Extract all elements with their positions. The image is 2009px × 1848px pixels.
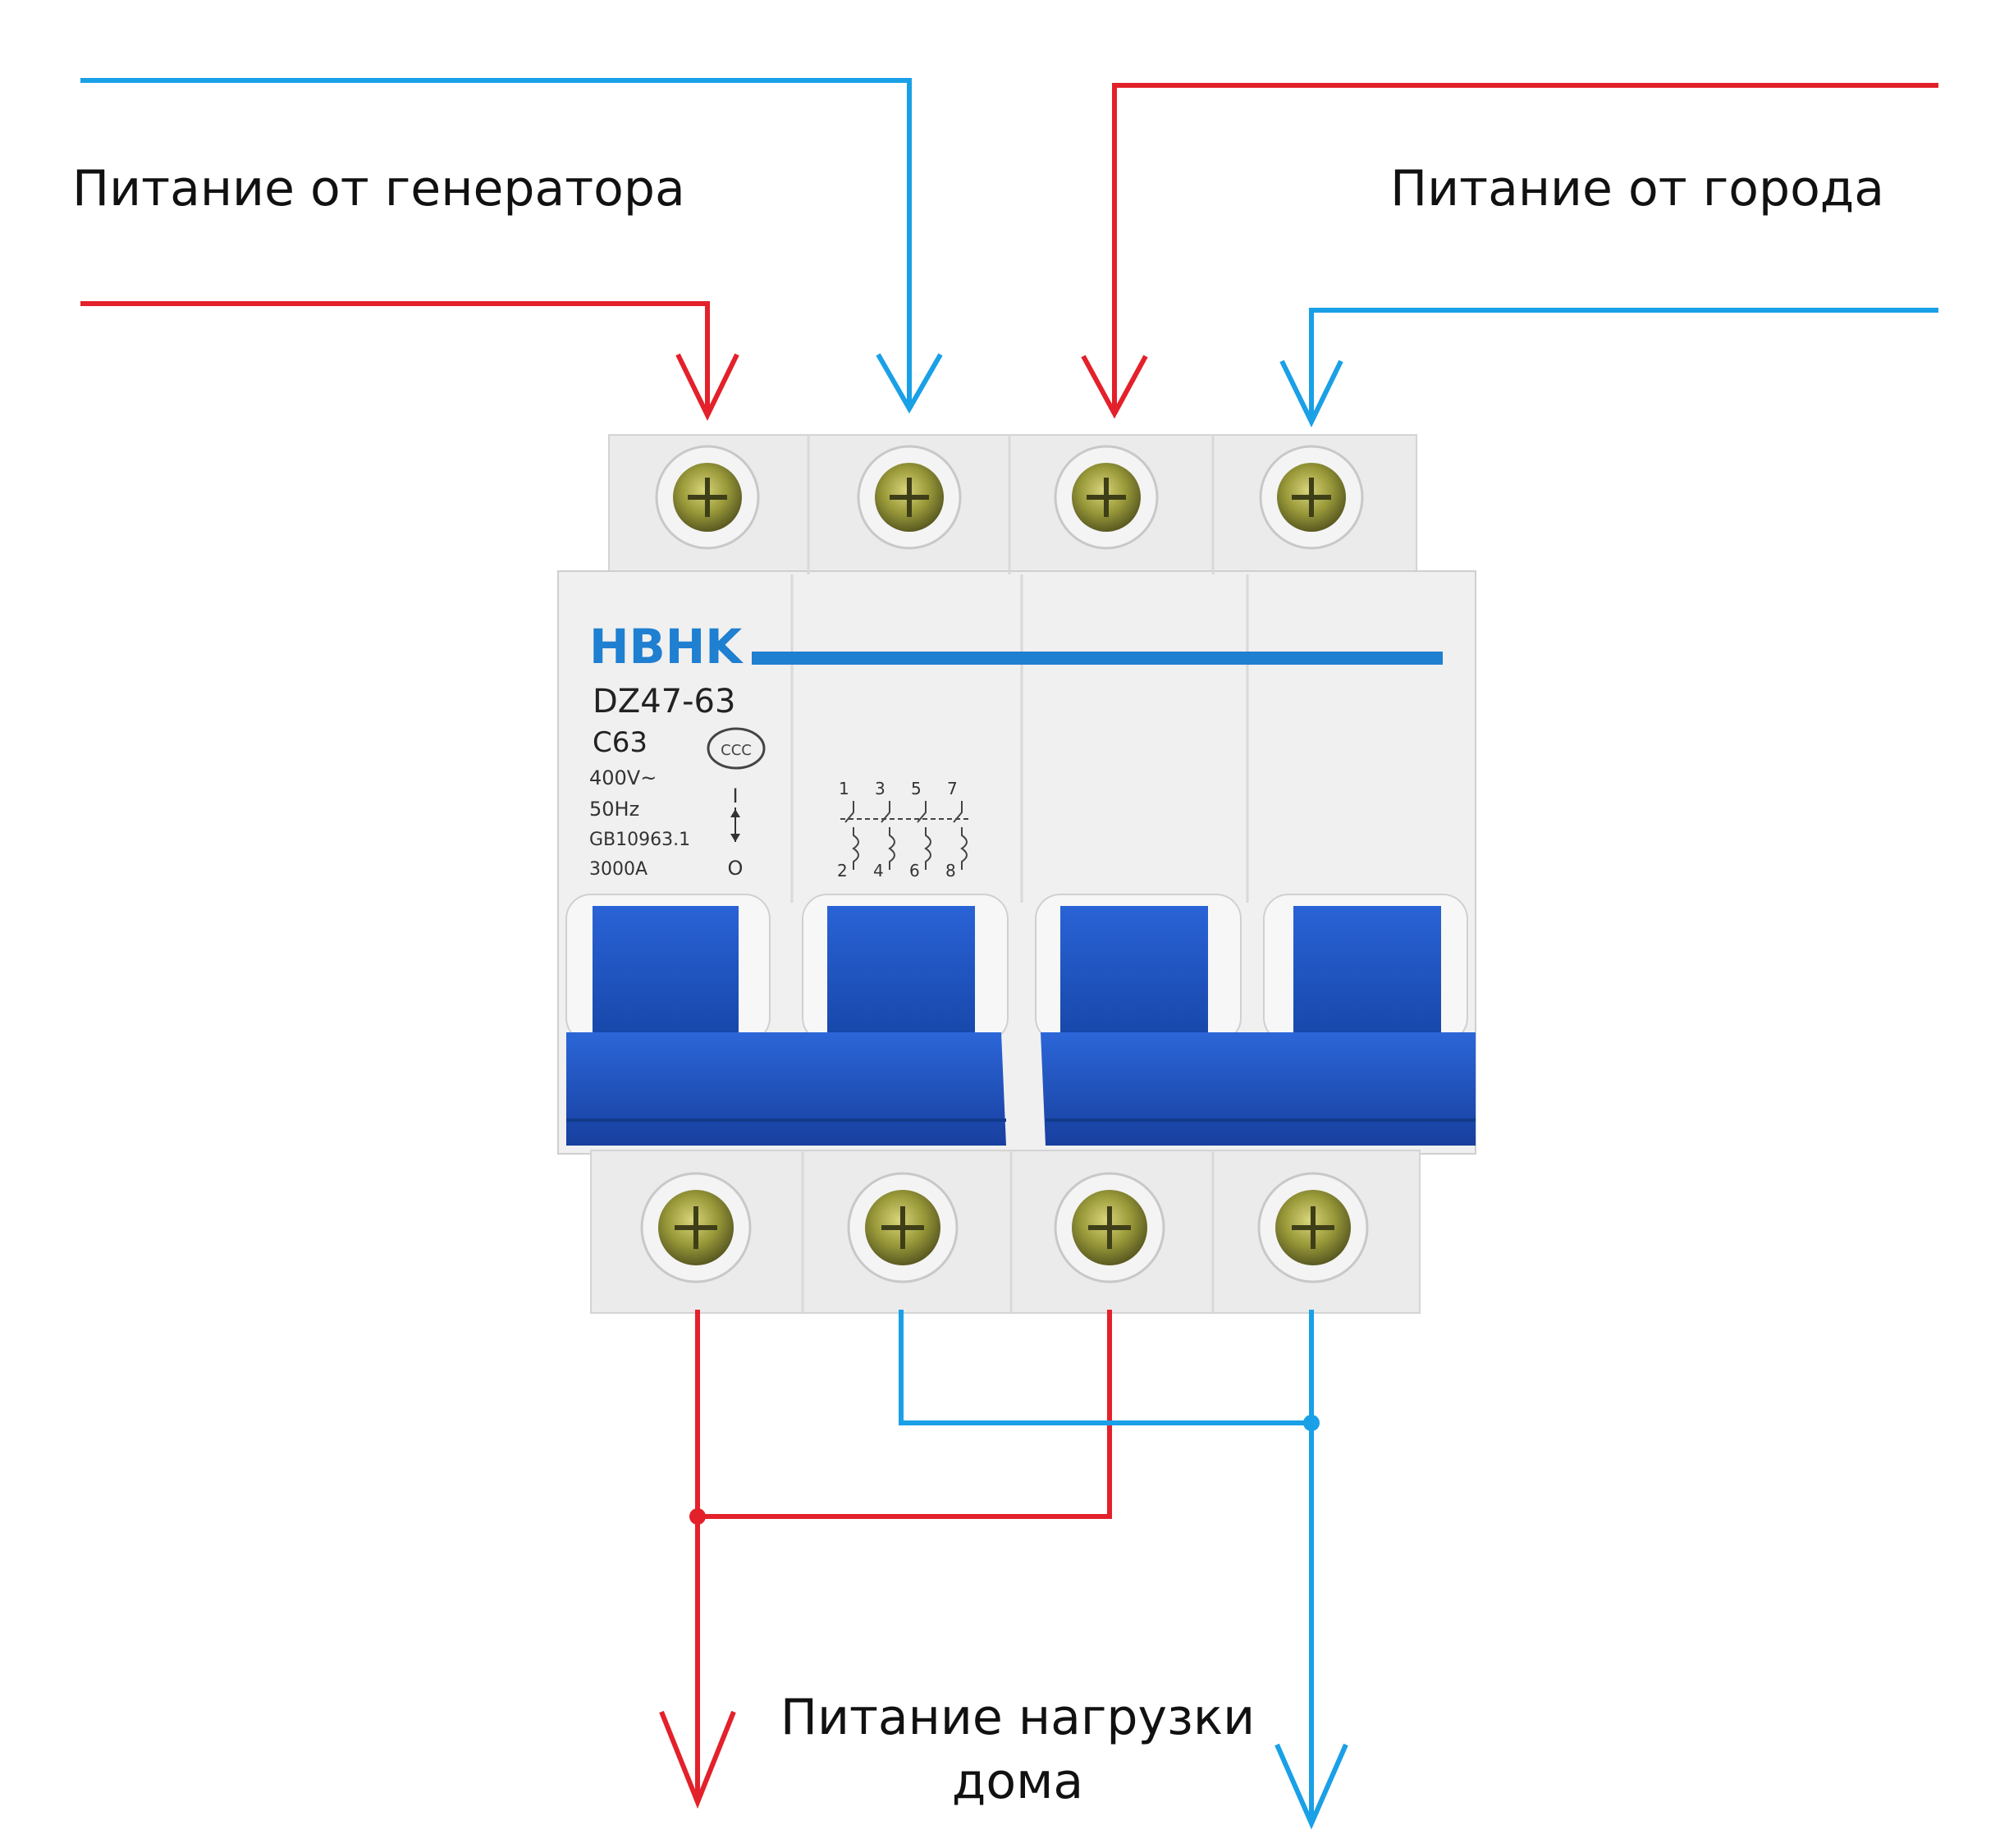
screw-icon: [847, 1172, 959, 1283]
on-off-indicator: I O: [728, 784, 744, 880]
generator-supply-label: Питание от генератора: [72, 160, 685, 217]
svg-text:1: 1: [839, 779, 849, 798]
svg-text:4: 4: [873, 861, 884, 881]
city-supply-label: Питание от города: [1390, 160, 1885, 217]
svg-text:3: 3: [875, 779, 886, 798]
tie-bar-left[interactable]: [566, 1032, 1006, 1146]
phase-junction-dot: [689, 1508, 706, 1525]
svg-text:6: 6: [909, 861, 920, 881]
city-neutral-wire: [1309, 308, 1938, 422]
svg-text:I: I: [732, 784, 738, 807]
standard-label: GB10963.1: [589, 830, 690, 850]
generator-neutral-wire: [80, 78, 912, 409]
screw-icon: [857, 445, 962, 550]
svg-text:CCC: CCC: [721, 742, 752, 759]
voltage-label: 400V~: [589, 766, 657, 789]
frequency-label: 50Hz: [589, 798, 639, 821]
pole-schematic-icon: 1 3 5 7 2 4 6 8: [837, 779, 968, 881]
bottom-terminal-screws: [640, 1172, 1369, 1283]
generator-phase-wire: [80, 301, 710, 415]
arrow-down-icon: [659, 1710, 736, 1809]
ccc-cert-icon: CCC: [707, 727, 766, 770]
svg-text:8: 8: [945, 861, 956, 881]
brand-logo: HBHK: [589, 619, 744, 675]
tie-bar-right[interactable]: [1041, 1032, 1476, 1146]
model-label: DZ47-63: [593, 683, 735, 720]
neutral-junction-dot: [1303, 1415, 1320, 1431]
load-neutral-bridge-wire: [899, 1310, 1311, 1425]
top-terminal-screws: [655, 445, 1364, 550]
screw-icon: [1054, 445, 1159, 550]
arrow-down-icon: [675, 353, 739, 421]
handle-pole-2[interactable]: [827, 906, 975, 1042]
arrow-down-icon: [1279, 359, 1343, 428]
svg-text:7: 7: [947, 779, 958, 798]
arrow-down-icon: [876, 353, 943, 414]
pole-dividers: [790, 435, 1249, 1313]
screw-icon: [1259, 445, 1364, 550]
svg-text:5: 5: [911, 779, 922, 798]
house-load-label-line2: дома: [951, 1753, 1084, 1810]
arrow-down-icon: [1275, 1743, 1348, 1830]
capacity-label: 3000A: [589, 859, 648, 880]
screw-icon: [1054, 1172, 1165, 1283]
svg-text:O: O: [728, 857, 744, 880]
screw-icon: [1257, 1172, 1369, 1283]
house-load-label: Питание нагрузки дома: [755, 1686, 1280, 1814]
arrow-down-icon: [1081, 355, 1148, 419]
city-phase-wire: [1112, 83, 1938, 414]
circuit-breaker: HBHK DZ47-63 C63 400V~ 50Hz GB10963.1 30…: [557, 434, 1476, 1314]
svg-text:2: 2: [837, 861, 848, 881]
load-phase-bridge-wire: [698, 1310, 1112, 1519]
handle-pole-4[interactable]: [1293, 906, 1441, 1042]
screw-icon: [640, 1172, 752, 1283]
handle-pole-1[interactable]: [593, 906, 739, 1042]
house-load-label-line1: Питание нагрузки: [780, 1689, 1256, 1746]
handle-pole-3[interactable]: [1060, 906, 1208, 1042]
pole-handles[interactable]: [593, 906, 1441, 1042]
rating-label: C63: [593, 726, 648, 759]
screw-icon: [655, 445, 760, 550]
brand-stripe: [752, 652, 1443, 665]
